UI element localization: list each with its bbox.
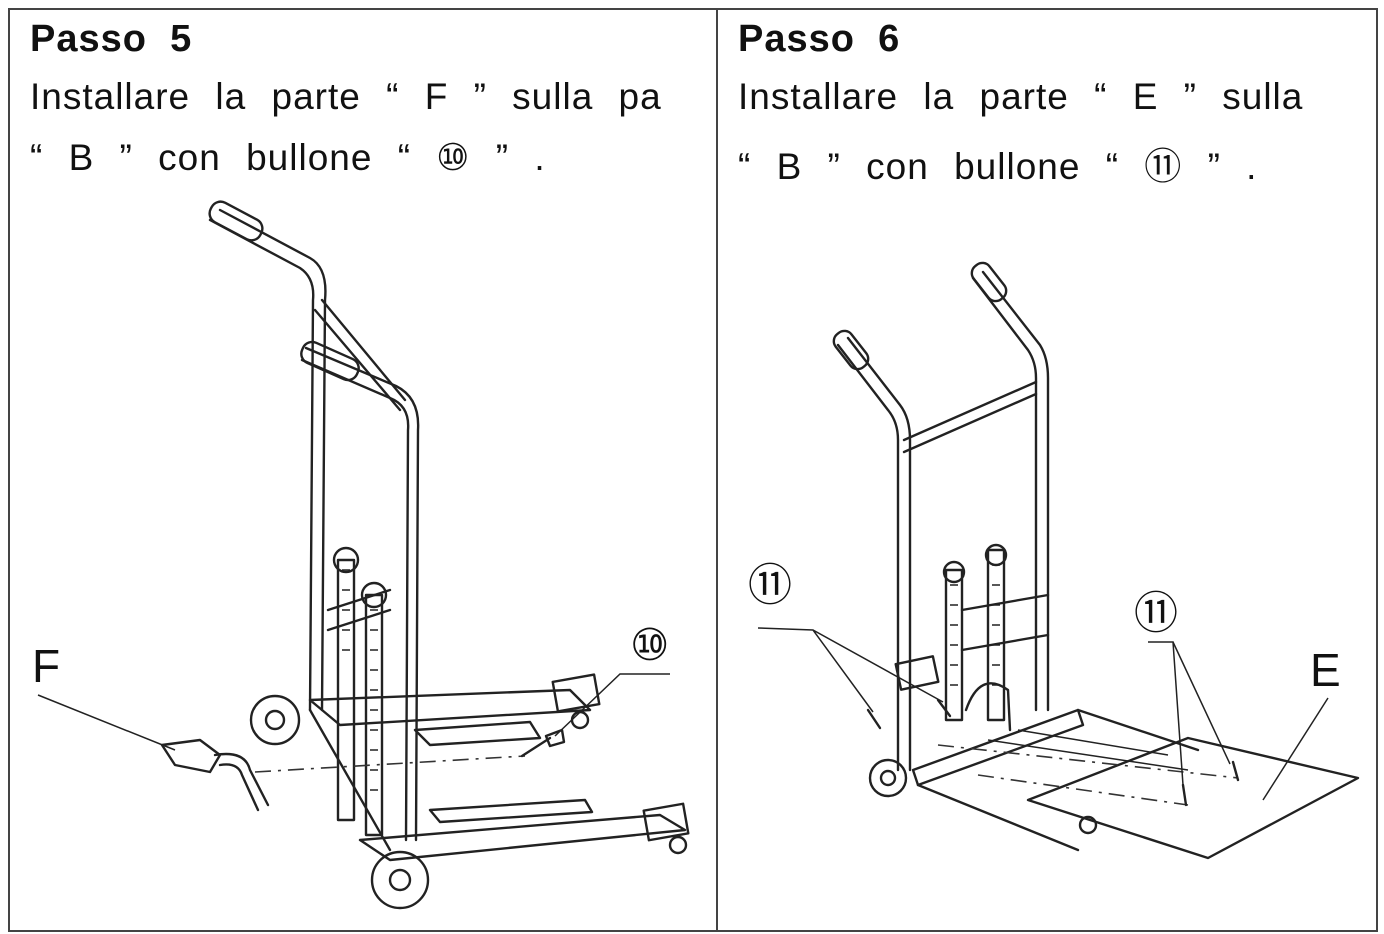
bolt-11-left-leader-lines [757, 627, 944, 713]
assembly-guide-line [977, 774, 1189, 806]
part-e-label: E [1310, 644, 1341, 696]
panel-divider [716, 10, 718, 932]
instruction-sheet: Passo 5 Installare la parte “ F ” sulla … [8, 8, 1378, 932]
part-e-platform [1026, 736, 1360, 860]
step-5-title: Passo 5 [30, 18, 193, 60]
bolt-11-left-label: ⑪ [748, 561, 792, 610]
step-5-instruction-line-1: Installare la parte “ F ” sulla pa [30, 76, 662, 117]
part-f-leader-line [37, 694, 176, 751]
bolt-11-right-label: ⑪ [1134, 589, 1178, 638]
truck-base-and-forks [308, 673, 690, 862]
bolt-10 [520, 728, 566, 758]
truck-handles [208, 200, 420, 842]
part-f-handle [160, 738, 270, 812]
truck-wheels [249, 694, 430, 910]
part-f-label: F [32, 640, 60, 692]
step-5-panel: Passo 5 Installare la parte “ F ” sulla … [10, 10, 714, 930]
bolt-11-group [866, 698, 1240, 807]
step-6-title: Passo 6 [738, 18, 901, 60]
bolt-10-leader-line [554, 673, 670, 737]
step-6-instruction-line-2: “ B ” con bullone “ ⑪ ” . [738, 146, 1258, 187]
lift-mast [942, 543, 1050, 732]
truck-wheels [868, 758, 1098, 835]
step-6-illustration: ⑪ ⑪ E [748, 261, 1360, 860]
truck-base [894, 655, 1200, 852]
step-5-instruction-line-2: “ B ” con bullone “ ⑩ ” . [30, 137, 546, 178]
step-6-panel: Passo 6 Installare la parte “ E ” sulla … [718, 10, 1376, 930]
step-5-illustration: F ⑩ [32, 200, 690, 910]
bolt-10-label: ⑩ [630, 621, 669, 670]
step-6-instruction-line-1: Installare la parte “ E ” sulla [738, 76, 1304, 117]
assembly-guide-line [254, 755, 526, 773]
truck-handles [832, 261, 1050, 772]
lift-mast [326, 546, 392, 837]
bolt-11-right-leader-lines [1148, 641, 1231, 786]
part-e-leader-line [1262, 697, 1329, 801]
